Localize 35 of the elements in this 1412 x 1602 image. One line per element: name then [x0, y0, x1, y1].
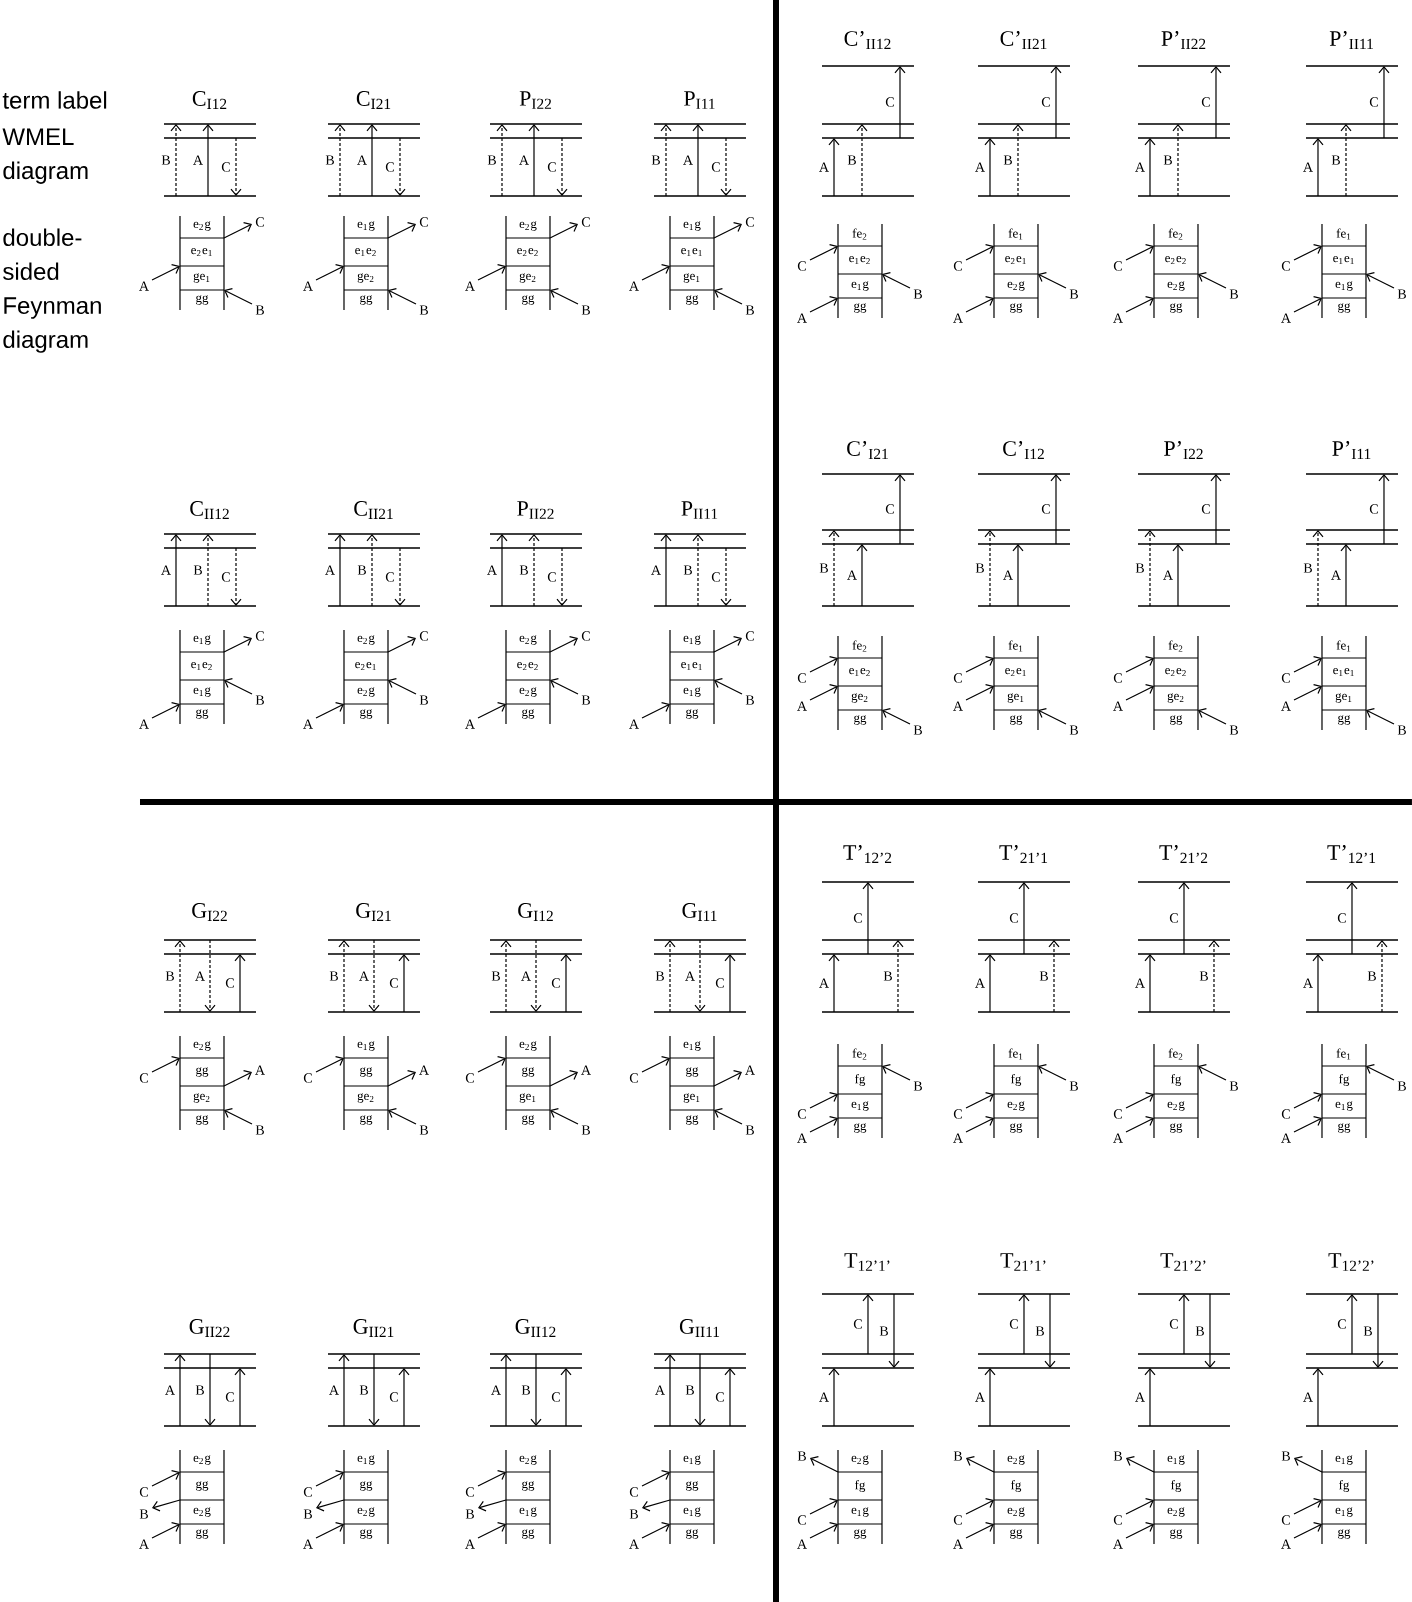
term-label: P$_{II22}$ [517, 501, 554, 519]
term-label: G$_{I22}$ [192, 903, 227, 921]
term-label: T$_{21’2’}$ [1160, 1253, 1206, 1271]
term-label: G$_{II11}$ [679, 1319, 720, 1337]
term-label: T’$_{21’1}$ [999, 845, 1048, 863]
term-label: C’$_{I21}$ [847, 441, 888, 459]
term-label: T’$_{12’1}$ [1327, 845, 1376, 863]
term-label: G$_{I11}$ [682, 903, 717, 921]
term-label: P’$_{II22}$ [1161, 31, 1206, 49]
term-label: T$_{21’1’}$ [1000, 1253, 1046, 1271]
row-label: term label [2, 91, 107, 109]
term-label: G$_{I12}$ [518, 903, 553, 921]
term-label: G$_{II21}$ [353, 1319, 394, 1337]
term-label: P$_{I11}$ [684, 91, 715, 109]
term-label: T$_{12’1’}$ [844, 1253, 890, 1271]
term-label: G$_{II22}$ [189, 1319, 230, 1337]
term-label: P$_{II11}$ [681, 501, 718, 519]
row-label: WMEL diagram [2, 128, 88, 184]
term-label: C’$_{II21}$ [1000, 31, 1047, 49]
term-label: G$_{I21}$ [356, 903, 391, 921]
row-label: double-sided Feynman diagram [3, 228, 101, 353]
term-label: P’$_{I11}$ [1332, 441, 1371, 459]
term-label: T$_{12’2’}$ [1328, 1253, 1374, 1271]
term-label: C’$_{II12}$ [844, 31, 891, 49]
term-label: G$_{II12}$ [515, 1319, 556, 1337]
term-label: C$_{I12}$ [192, 91, 227, 109]
term-label: T’$_{12’2}$ [843, 845, 892, 863]
term-label: C$_{II12}$ [190, 501, 229, 519]
term-label: T’$_{21’2}$ [1159, 845, 1208, 863]
term-label: P$_{I22}$ [519, 91, 551, 109]
term-label: C$_{I21}$ [356, 91, 391, 109]
term-label: C$_{II21}$ [354, 501, 393, 519]
term-label: P’$_{I22}$ [1164, 441, 1203, 459]
term-label: P’$_{II11}$ [1329, 31, 1373, 49]
term-label: C’$_{I12}$ [1003, 441, 1044, 459]
